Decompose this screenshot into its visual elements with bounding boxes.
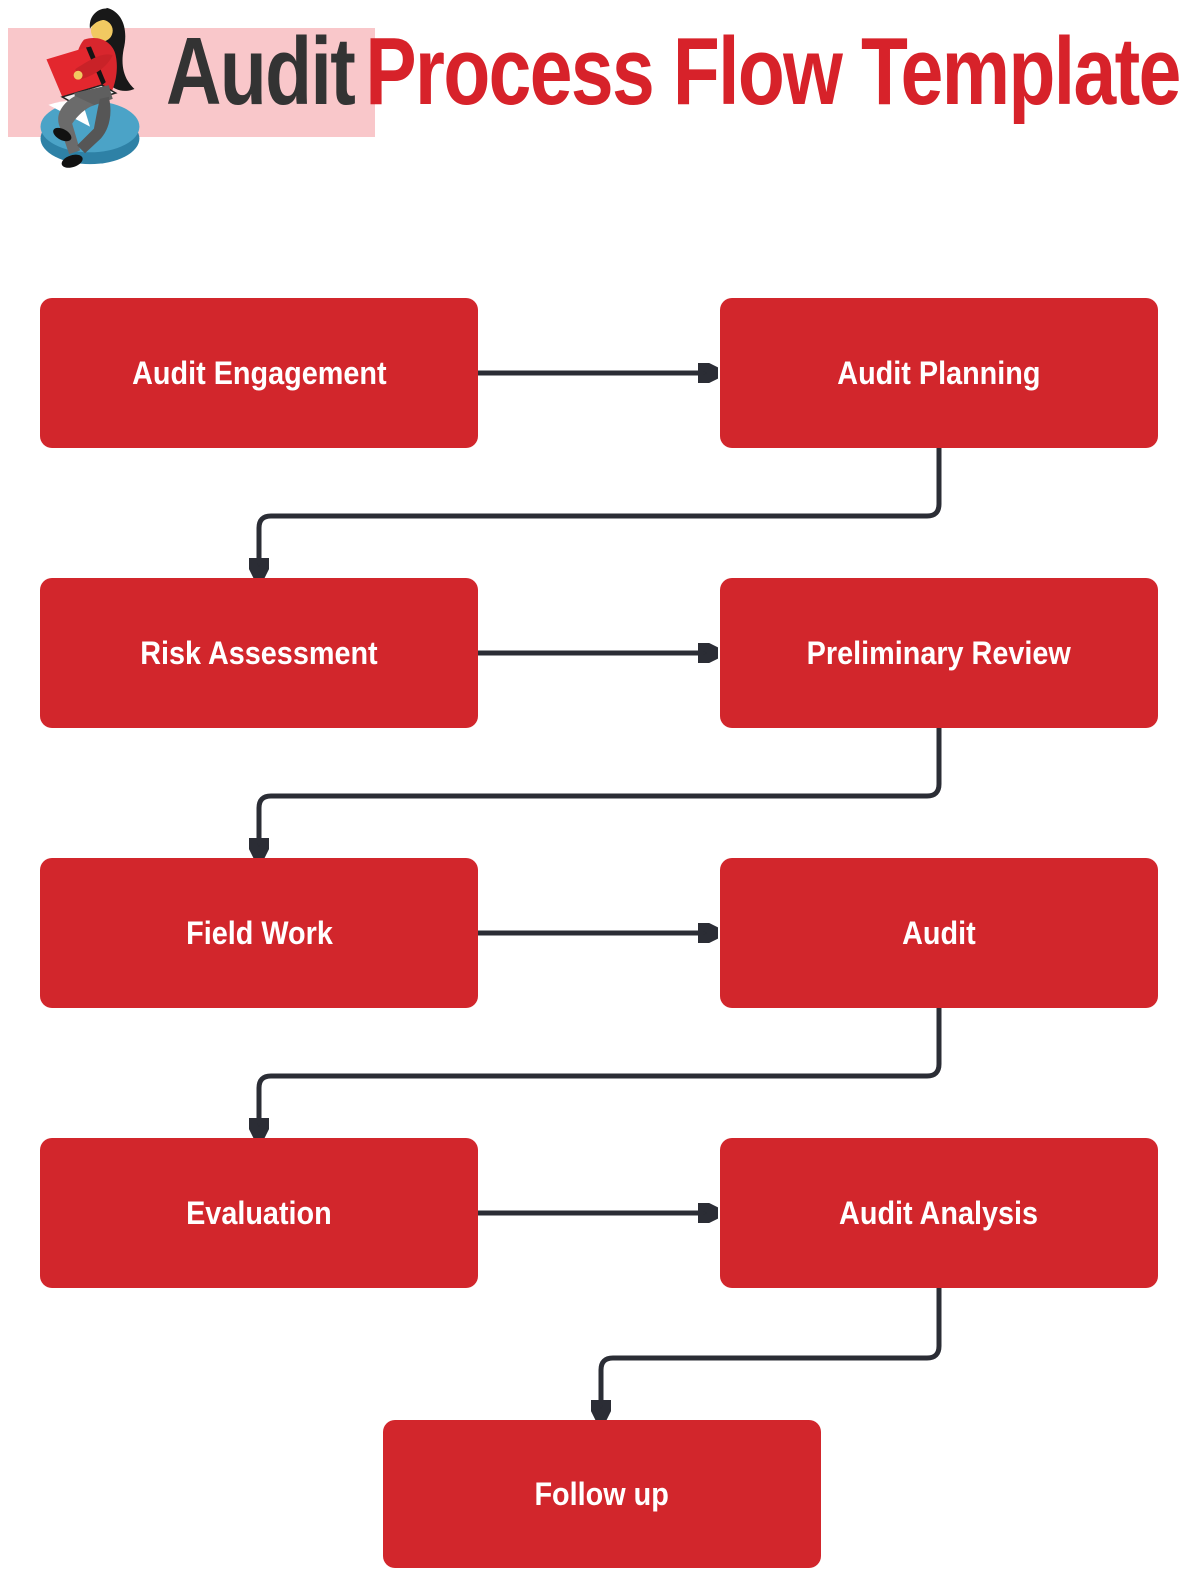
woman-laptop-pie-chart-illustration — [40, 7, 140, 168]
flow-node-evaluation[interactable]: Evaluation — [40, 1138, 478, 1288]
flow-node-audit[interactable]: Audit — [720, 858, 1158, 1008]
flow-node-label: Preliminary Review — [806, 634, 1072, 671]
flow-node-label: Follow up — [534, 1475, 670, 1512]
flow-node-risk-assessment[interactable]: Risk Assessment — [40, 578, 478, 728]
flow-node-label: Audit Engagement — [131, 354, 387, 391]
connector-audit-analysis-to-follow-up — [601, 1288, 942, 1414]
flow-node-follow-up[interactable]: Follow up — [383, 1420, 821, 1568]
flow-node-label: Audit Planning — [837, 354, 1041, 391]
flow-node-label: Risk Assessment — [140, 634, 378, 671]
flow-node-label: Field Work — [185, 914, 333, 951]
flow-node-audit-analysis[interactable]: Audit Analysis — [720, 1138, 1158, 1288]
flow-node-audit-engagement[interactable]: Audit Engagement — [40, 298, 478, 448]
connector-audit-to-evaluation — [259, 1008, 942, 1132]
flow-node-label: Evaluation — [186, 1194, 332, 1231]
connector-audit-planning-to-risk-assessment — [259, 448, 942, 572]
page-title-highlight-word: Audit — [166, 18, 356, 125]
flow-node-label: Audit Analysis — [839, 1194, 1039, 1231]
connector-preliminary-review-to-field-work — [259, 728, 942, 852]
page-title-rest: Process Flow Template — [365, 18, 1181, 125]
flow-node-field-work[interactable]: Field Work — [40, 858, 478, 1008]
flow-node-preliminary-review[interactable]: Preliminary Review — [720, 578, 1158, 728]
flow-node-audit-planning[interactable]: Audit Planning — [720, 298, 1158, 448]
flow-node-label: Audit — [902, 914, 976, 951]
